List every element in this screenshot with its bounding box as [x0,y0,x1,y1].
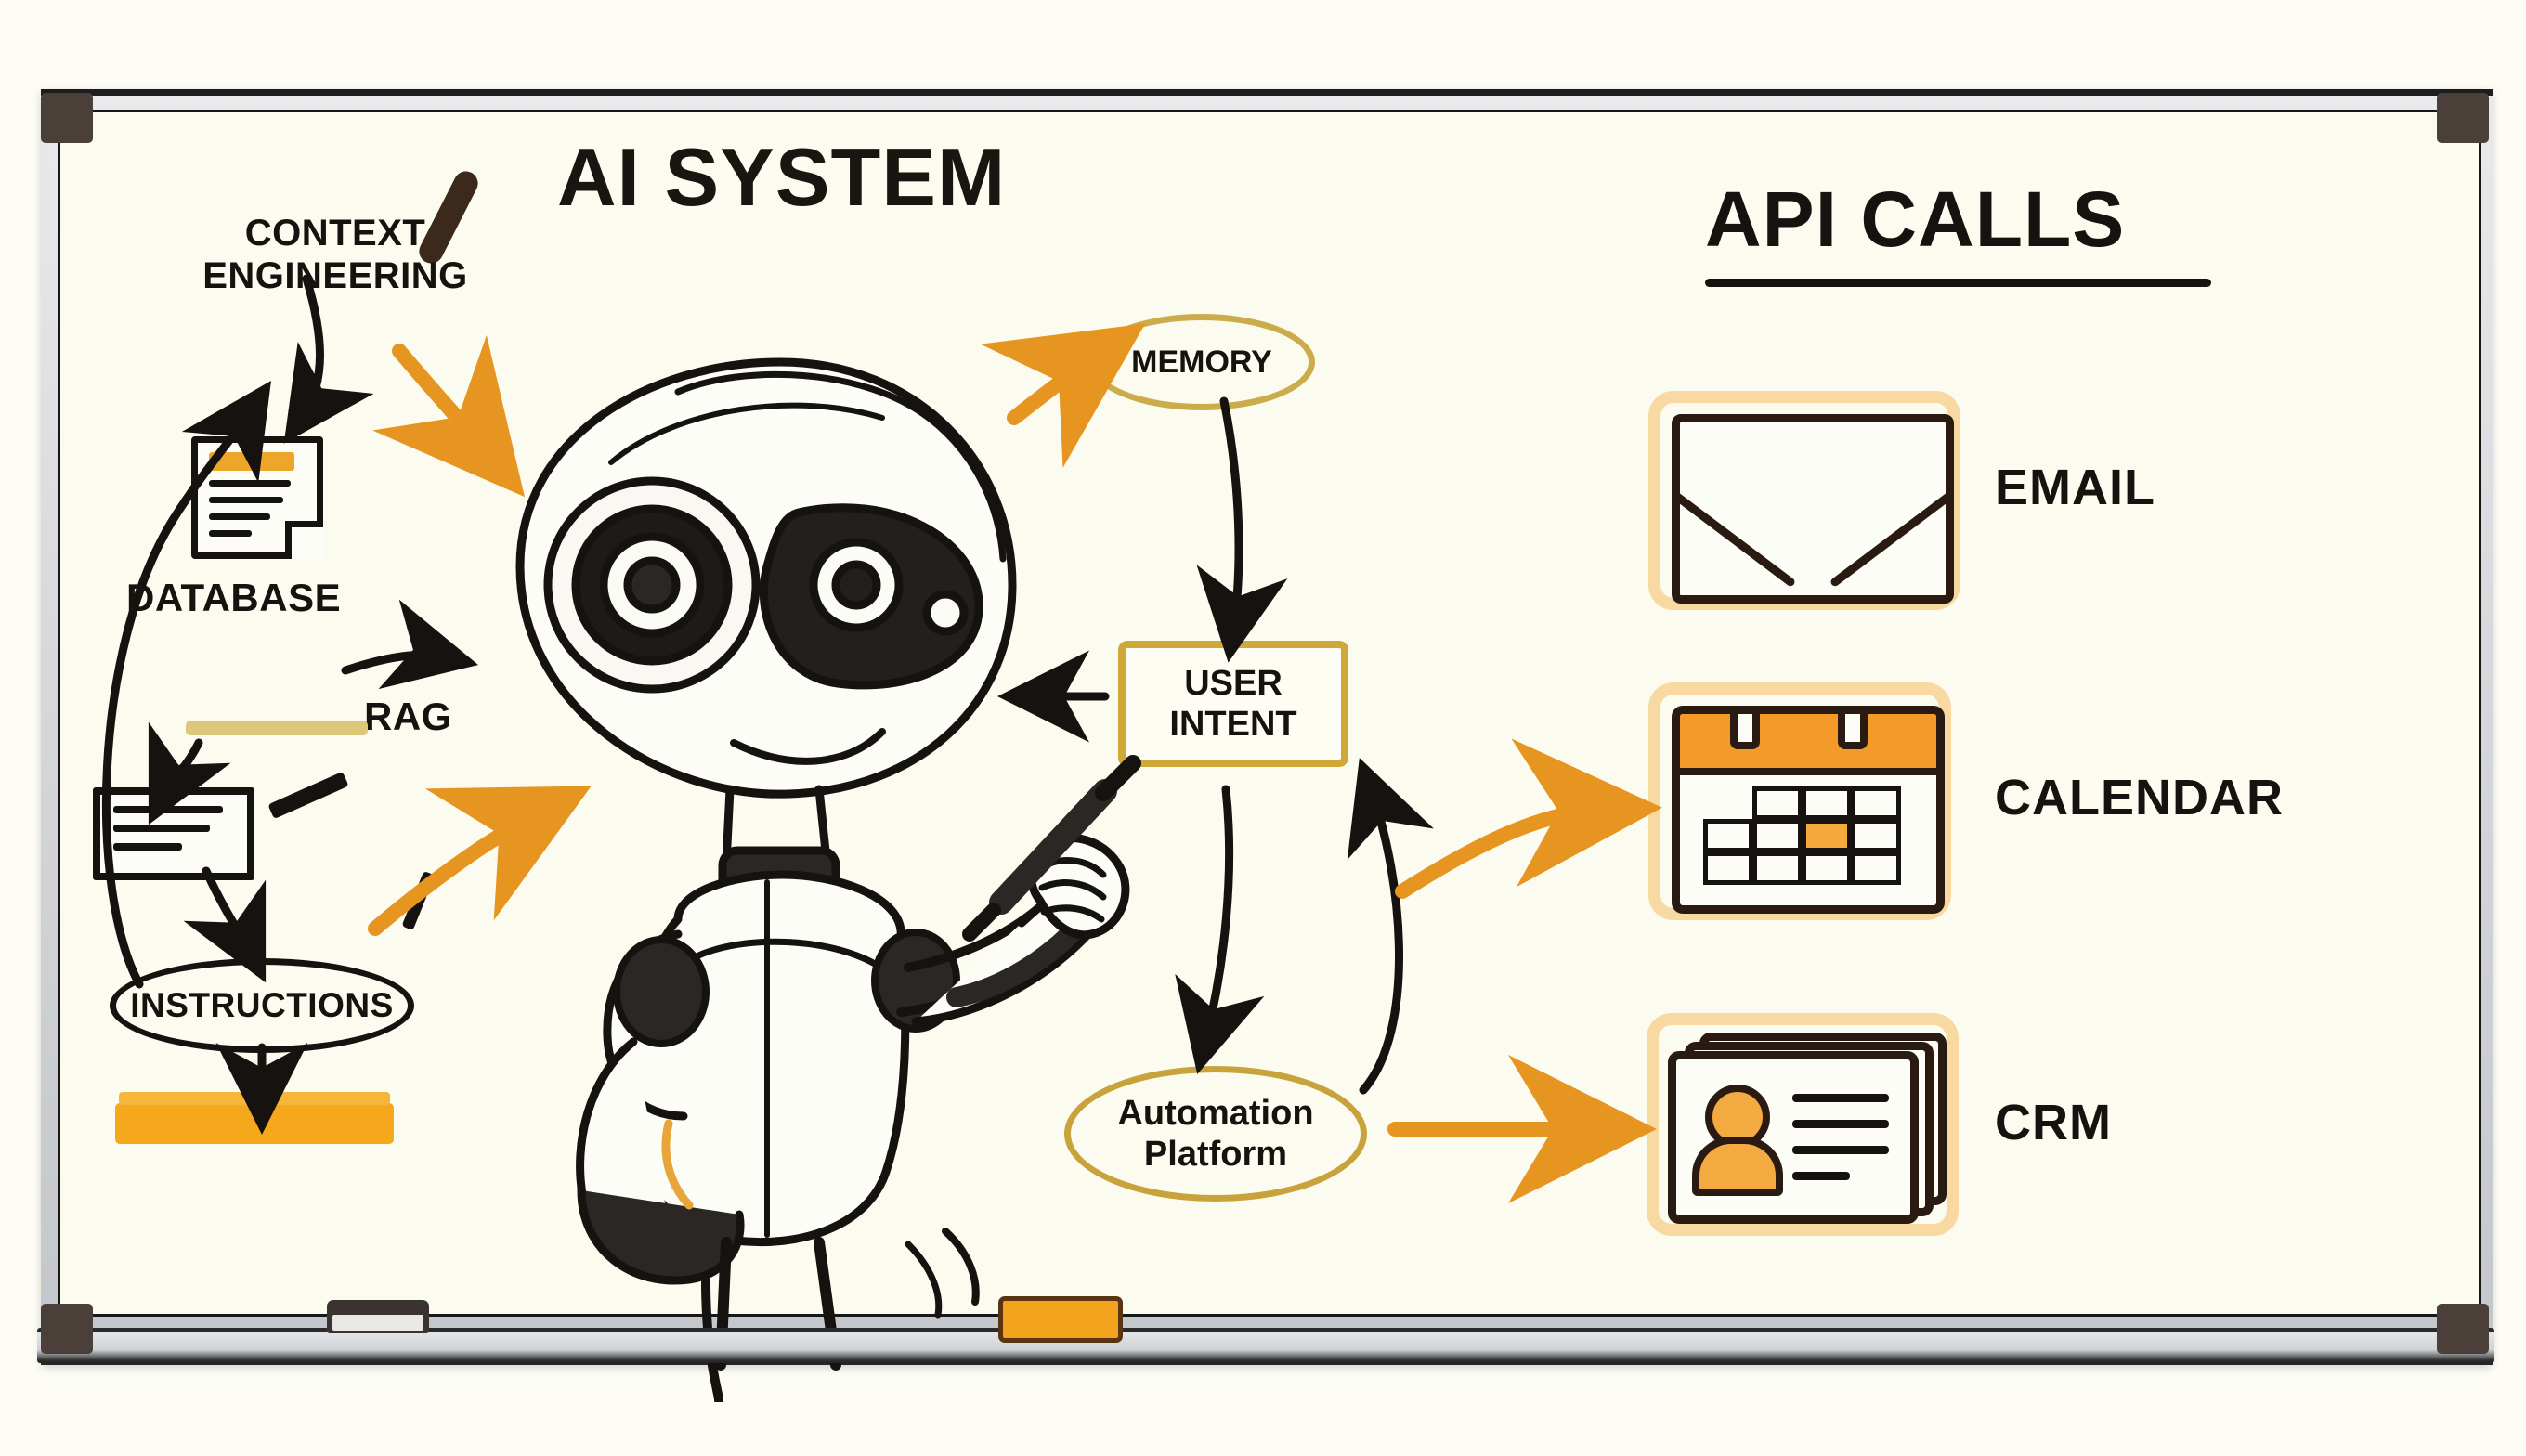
orange-marker-icon [998,1296,1123,1343]
api-calls-heading: API CALLS [1705,176,2126,263]
document-highlight-bar [209,452,294,471]
envelope-icon [1672,414,1954,604]
api-label-email: EMAIL [1995,460,2155,515]
api-label-calendar: CALENDAR [1995,770,2284,826]
user-intent-line-2: INTENT [1169,705,1297,744]
contact-cards-icon [1668,1033,1947,1224]
robot-illustration [515,358,1141,1402]
contact-avatar-body [1692,1137,1783,1196]
frame-corner-bottom-left [41,1304,93,1354]
calendar-icon [1672,706,1945,914]
instructions-node: INSTRUCTIONS [110,958,414,1053]
frame-corner-bottom-right [2437,1304,2489,1354]
database-label: DATABASE [126,576,342,619]
api-calls-underline [1705,279,2211,287]
frame-corner-top-right [2437,93,2489,143]
calendar-highlight-cell [1802,819,1852,852]
frame-corner-top-left [41,93,93,143]
whiteboard-tray [37,1328,2494,1363]
rag-label: RAG [364,695,452,738]
document-fold-corner [285,521,323,559]
memory-node: MEMORY [1088,314,1315,410]
automation-line-2: Platform [1143,1135,1288,1174]
yellow-underline-stroke [186,721,368,735]
database-document-icon [191,436,323,559]
eraser-icon [327,1300,429,1333]
calendar-ring-right [1838,714,1868,749]
calendar-ring-left [1730,714,1760,749]
context-engineering-label: CONTEXT ENGINEERING [202,213,468,296]
api-label-crm: CRM [1995,1095,2112,1150]
page-title: AI SYSTEM [557,131,1007,223]
orange-highlight-bar [115,1092,394,1144]
calendar-header [1680,714,1936,775]
automation-line-1: Automation [1117,1094,1314,1133]
calendar-grid [1697,786,1903,889]
rag-document-icon [93,787,254,880]
user-intent-line-1: USER [1184,664,1283,703]
